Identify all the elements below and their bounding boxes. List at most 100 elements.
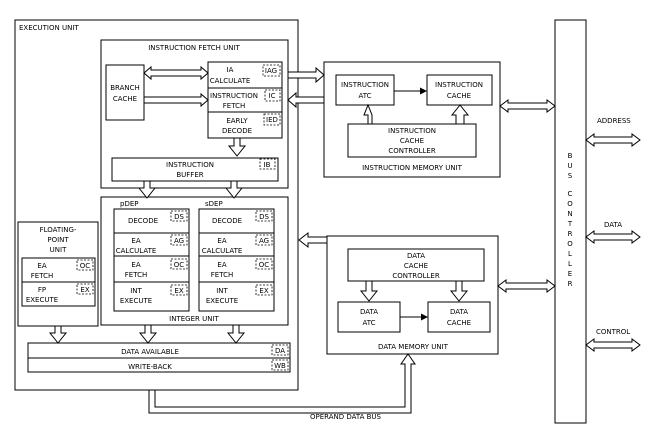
instruction-cache-label-2: CACHE: [447, 92, 471, 100]
ctrl-letter-n: N: [567, 210, 572, 218]
ctrl-letter-o: O: [567, 200, 573, 208]
fpu-fp-execute-label-2: EXECUTE: [26, 296, 58, 304]
pdep-ea-fetch-label-1: EA: [131, 261, 140, 269]
tag-fpu-oc: [76, 259, 94, 271]
sdep-ea-calc-label-2: CALCULATE: [202, 247, 243, 255]
tag-fpu-ex-label: EX: [80, 286, 89, 294]
data-memory-unit-label: DATA MEMORY UNIT: [378, 343, 449, 351]
tag-da: [271, 344, 289, 356]
bus-letter-u: U: [567, 162, 572, 170]
fpu-fp-execute-label-1: FP: [38, 286, 46, 294]
fpu-label-3: UNIT: [50, 246, 67, 254]
branch-cache-box: [105, 64, 145, 121]
tag-ic: [264, 89, 281, 102]
bus-letter-s: S: [568, 172, 573, 180]
data-label: DATA: [604, 221, 622, 229]
integer-unit-label: INTEGER UNIT: [169, 315, 219, 323]
bus-letter-b: B: [568, 152, 573, 160]
tag-sdep-ds: [255, 210, 273, 222]
sdep-label: sDEP: [205, 200, 223, 208]
sdep-ea-calc-label-1: EA: [217, 237, 226, 245]
tag-iag-label: IAG: [265, 67, 277, 75]
tag-sdep-ex: [255, 284, 273, 296]
ctrl-letter-r2: R: [568, 280, 573, 288]
instruction-cache-controller-box: [347, 123, 477, 158]
instruction-buffer-label-2: BUFFER: [176, 171, 203, 179]
instruction-cache-label-1: INSTRUCTION: [435, 81, 483, 89]
data-cache-box: [427, 301, 491, 333]
tag-fpu-ex: [76, 283, 94, 295]
fpu-label-2: POINT: [47, 236, 69, 244]
pdep-decode-label: DECODE: [128, 217, 158, 225]
ia-calculate-label-1: IA: [227, 66, 234, 74]
tag-pdep-ds-label: DS: [174, 213, 184, 221]
tag-sdep-ex-label: EX: [259, 287, 268, 295]
tag-sdep-oc-label: OC: [259, 261, 270, 269]
pdep-int-execute-label-2: EXECUTE: [120, 297, 152, 305]
ctrl-letter-l: L: [568, 250, 572, 258]
icc-label-2: CACHE: [400, 137, 424, 145]
pdep-int-execute-label-1: INT: [130, 287, 142, 295]
pdep-ea-calc-label-1: EA: [131, 237, 140, 245]
tag-pdep-oc-label: OC: [174, 261, 185, 269]
ctrl-letter-e: E: [568, 270, 572, 278]
tag-sdep-ds-label: DS: [259, 213, 269, 221]
tag-ib: [259, 158, 276, 170]
instruction-fetch-label-1: INSTRUCTION: [210, 92, 258, 100]
data-cache-controller-box: [347, 248, 485, 282]
tag-ied-label: IED: [266, 116, 278, 124]
ctrl-letter-o2: O: [567, 240, 573, 248]
fpu-ea-fetch-label-1: EA: [37, 262, 46, 270]
ia-calculate-label-2: CALCULATE: [210, 77, 251, 85]
sdep-ea-fetch-label-1: EA: [217, 261, 226, 269]
icc-label-1: INSTRUCTION: [388, 127, 436, 135]
instruction-cache-box: [426, 74, 493, 106]
data-cache-label-2: CACHE: [447, 319, 471, 327]
tag-wb-label: WB: [274, 362, 286, 370]
tag-iag: [262, 64, 281, 77]
tag-pdep-ag: [170, 234, 188, 246]
sdep-decode-label: DECODE: [212, 217, 242, 225]
ctrl-letter-c: C: [568, 190, 573, 198]
tag-sdep-ag-label: AG: [259, 237, 269, 245]
icc-label-3: CONTROLLER: [388, 147, 436, 155]
instruction-fetch-unit-label: INSTRUCTION FETCH UNIT: [148, 44, 240, 52]
ctrl-letter-r: R: [568, 230, 573, 238]
tag-ib-label: IB: [264, 161, 271, 169]
tag-ic-label: IC: [269, 92, 276, 100]
bus-controller-box: [554, 19, 587, 424]
write-back-label: WRITE-BACK: [128, 363, 172, 371]
fpu-ea-fetch-label-2: FETCH: [31, 272, 53, 280]
early-decode-label-1: EARLY: [226, 117, 248, 125]
tag-sdep-ag: [255, 234, 273, 246]
dcc-label-3: CONTROLLER: [392, 272, 440, 280]
tag-pdep-oc: [170, 258, 188, 270]
branch-cache-label-1: BRANCH: [110, 84, 140, 92]
dcc-label-1: DATA: [407, 252, 425, 260]
instruction-atc-label-1: INSTRUCTION: [341, 81, 389, 89]
operand-data-bus-label: OPERAND DATA BUS: [310, 413, 382, 421]
instruction-buffer-box: [111, 157, 279, 182]
ctrl-letter-l2: L: [568, 260, 572, 268]
tag-pdep-ex: [170, 284, 188, 296]
tag-pdep-ds: [170, 210, 188, 222]
sdep-int-execute-label-2: EXECUTE: [206, 297, 238, 305]
branch-cache-label-2: CACHE: [113, 95, 137, 103]
instruction-atc-box: [335, 74, 395, 106]
pdep-label: pDEP: [120, 200, 138, 208]
tag-da-label: DA: [275, 347, 285, 355]
tag-pdep-ex-label: EX: [174, 287, 183, 295]
tag-fpu-oc-label: OC: [80, 262, 91, 270]
sdep-int-execute-label-1: INT: [216, 287, 228, 295]
early-decode-label-2: DECODE: [222, 127, 252, 135]
thin-arrows: [394, 87, 428, 321]
tag-wb: [271, 359, 289, 371]
execution-unit-label: EXECUTION UNIT: [19, 24, 79, 32]
fpu-label-1: FLOATING-: [40, 226, 77, 234]
tag-pdep-ag-label: AG: [174, 237, 184, 245]
data-atc-label-2: ATC: [363, 319, 376, 327]
ctrl-letter-t: T: [567, 220, 573, 228]
control-label: CONTROL: [596, 328, 630, 336]
